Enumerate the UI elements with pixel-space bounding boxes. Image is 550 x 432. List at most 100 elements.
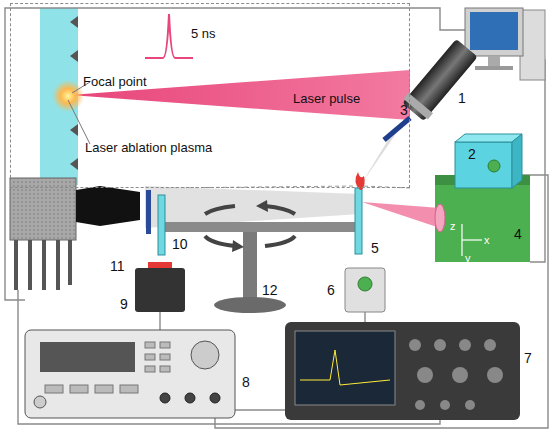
button bbox=[145, 366, 155, 372]
button bbox=[160, 342, 170, 348]
device-window bbox=[148, 262, 172, 268]
inset-panel: Focal point5 nsLaser pulseLaser ablation… bbox=[10, 3, 410, 188]
button bbox=[160, 366, 170, 372]
callout-number: 6 bbox=[327, 282, 335, 298]
wire bbox=[530, 60, 545, 262]
knob bbox=[459, 339, 471, 351]
crater bbox=[70, 124, 78, 136]
computer-tower bbox=[520, 10, 545, 80]
detector-6 bbox=[345, 268, 385, 312]
callout-number: 9 bbox=[120, 296, 128, 312]
device-9 bbox=[135, 268, 185, 312]
knob bbox=[409, 339, 421, 351]
plasma-glow bbox=[52, 80, 84, 112]
knob bbox=[434, 339, 446, 351]
arrow-head bbox=[256, 200, 268, 212]
wire bbox=[5, 8, 465, 300]
laser-aperture bbox=[488, 160, 500, 172]
oscilloscope bbox=[285, 322, 520, 420]
bnc bbox=[185, 393, 195, 403]
scope-screen bbox=[295, 331, 395, 405]
laser-beam bbox=[362, 202, 440, 228]
monitor bbox=[465, 8, 523, 56]
laser-head-side bbox=[512, 134, 522, 188]
rotation-arrow bbox=[205, 236, 235, 246]
arrow-head bbox=[232, 240, 244, 252]
crater bbox=[70, 50, 78, 62]
collector-plate bbox=[158, 195, 165, 255]
knob bbox=[415, 400, 425, 410]
callout-number: 7 bbox=[524, 350, 532, 366]
axis-label: z bbox=[450, 218, 456, 234]
button bbox=[145, 342, 155, 348]
monitor-base bbox=[475, 66, 513, 70]
arm-stem bbox=[243, 232, 257, 302]
callout-number: 11 bbox=[110, 258, 125, 274]
crater bbox=[70, 16, 78, 28]
generator-buttons bbox=[45, 342, 170, 393]
axis-arrows bbox=[462, 224, 482, 256]
axis-y bbox=[461, 240, 462, 256]
camera-fins bbox=[16, 240, 70, 290]
focusing-lens bbox=[435, 204, 445, 232]
bnc bbox=[210, 393, 220, 403]
pulse-waveform bbox=[145, 14, 193, 58]
wire bbox=[159, 312, 160, 330]
target-plate bbox=[355, 188, 362, 254]
arm-base bbox=[214, 297, 286, 313]
monitor-stand bbox=[488, 56, 500, 66]
function-generator bbox=[25, 330, 235, 418]
rotating-arm bbox=[160, 222, 360, 232]
axis-label: x bbox=[484, 232, 490, 248]
callout-number: 2 bbox=[468, 146, 476, 162]
light-cone bbox=[145, 186, 360, 228]
crater bbox=[70, 158, 78, 170]
button bbox=[120, 385, 138, 393]
camera-3 bbox=[401, 38, 480, 123]
callout-number: 10 bbox=[172, 236, 188, 252]
fin bbox=[16, 240, 70, 290]
button bbox=[160, 354, 170, 360]
rotation-arrow bbox=[265, 236, 295, 246]
bnc-connectors bbox=[160, 393, 220, 403]
laser-head bbox=[455, 142, 512, 188]
button bbox=[45, 385, 63, 393]
knob bbox=[465, 400, 475, 410]
axis-label: y bbox=[465, 250, 471, 266]
filter-plate bbox=[146, 190, 151, 234]
callout-number: 5 bbox=[371, 240, 379, 256]
filter-plate bbox=[384, 118, 410, 140]
knob bbox=[417, 367, 433, 383]
scope-knobs bbox=[409, 339, 503, 410]
axis-z bbox=[461, 224, 462, 240]
generator-display bbox=[40, 342, 135, 372]
callout-number: 8 bbox=[242, 374, 250, 390]
inset-text: Laser ablation plasma bbox=[85, 140, 212, 155]
callout-number: 4 bbox=[514, 226, 522, 242]
knob bbox=[440, 400, 450, 410]
leader-line bbox=[68, 100, 90, 144]
power-button bbox=[34, 396, 46, 408]
knob bbox=[484, 339, 496, 351]
button bbox=[95, 385, 113, 393]
inset-text: Laser pulse bbox=[293, 91, 360, 106]
rotation-arrow bbox=[205, 206, 235, 214]
knob bbox=[487, 367, 503, 383]
detector-window bbox=[358, 277, 372, 291]
camera-body bbox=[402, 39, 477, 121]
callout-number: 3 bbox=[400, 102, 408, 118]
laser-pulse-beam bbox=[70, 70, 410, 120]
wires bbox=[5, 8, 548, 428]
camera-lens bbox=[76, 186, 140, 226]
button bbox=[70, 385, 88, 393]
knob bbox=[452, 367, 468, 383]
wire bbox=[215, 175, 548, 428]
rotation-arrow bbox=[265, 206, 295, 214]
monitor-screen bbox=[470, 12, 518, 50]
inset-text: 5 ns bbox=[191, 26, 216, 41]
wire bbox=[364, 312, 365, 322]
scope-trace bbox=[300, 350, 390, 385]
